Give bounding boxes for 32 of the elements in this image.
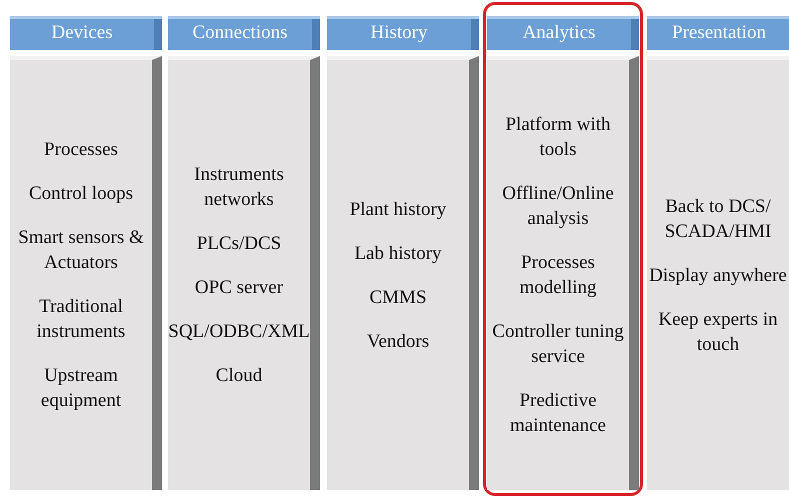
column-header: Presentation (647, 16, 789, 50)
list-item: Plant history (350, 198, 446, 222)
list-item: Processes (44, 138, 118, 162)
list-item: Control loops (29, 182, 133, 206)
column-panel (487, 56, 639, 490)
list-item: Cloud (216, 364, 262, 388)
list-item: Controller tuning service (491, 320, 625, 369)
list-item: Vendors (366, 330, 430, 354)
list-item: Keep experts in touch (657, 308, 779, 356)
list-item: Instruments networks (193, 163, 285, 212)
list-item: Upstream equipment (40, 364, 122, 413)
list-item: PLCs/DCS (196, 232, 282, 256)
list-item: Traditional instruments (36, 295, 126, 344)
list-item: Smart sensors & Actuators (17, 226, 145, 275)
column-header: Devices (10, 16, 162, 50)
list-item: Predictive maintenance (508, 389, 607, 438)
list-item: Lab history (354, 242, 442, 266)
list-item: Processes modelling (518, 251, 598, 300)
column-panel (168, 56, 320, 490)
list-item: Platform with tools (504, 113, 612, 162)
column-panel (327, 56, 479, 490)
list-item: CMMS (369, 286, 427, 310)
column-panel (647, 56, 789, 490)
list-item: Offline/Online analysis (501, 182, 615, 231)
column-header: History (327, 16, 479, 50)
list-item: SQL/ODBC/XML (168, 320, 310, 344)
list-item: OPC server (194, 276, 284, 300)
list-item: Display anywhere (649, 264, 787, 288)
column-header: Analytics (487, 16, 639, 50)
list-item: Back to DCS/ SCADA/HMI (664, 194, 772, 244)
column-panel (10, 56, 162, 490)
column-header: Connections (168, 16, 320, 50)
